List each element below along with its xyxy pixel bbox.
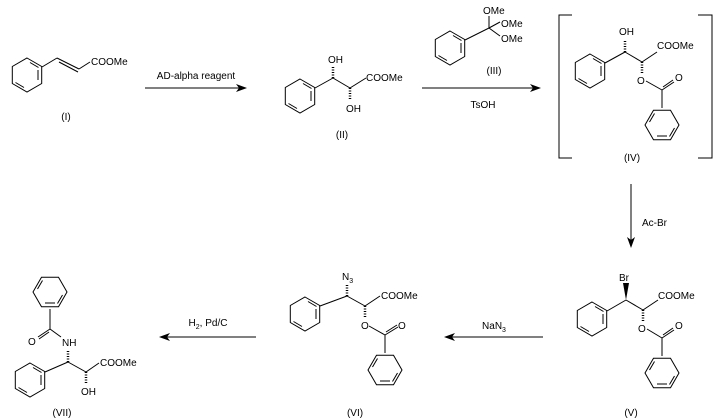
compound-II: OH OH COOMe (II) [284,55,403,141]
reagent-pdc: , Pd/C [200,318,228,329]
compound-VI: N3 COOMe O O (VI) [289,272,418,419]
phenyl-ring [367,354,403,386]
arrow-IV-V: Ac-Br [627,184,668,248]
group-COOMe: COOMe [657,41,694,52]
reagent-acbr: Ac-Br [642,218,668,229]
reagent-nan3-sub: 3 [502,327,506,334]
azide-N: N [342,272,349,283]
group-OMe-2: OMe [501,19,523,30]
phenyl-ring [32,276,68,308]
group-azide: N3 [342,272,353,285]
phenyl-ring [14,362,46,398]
group-carbonyl-O: O [675,321,683,332]
compound-IV: OH COOMe O O (IV) [558,14,713,164]
phenyl-ring [434,30,466,66]
reagent-tsoh: TsOH [471,100,496,111]
compound-VII: O NH COOMe OH (VII) [14,276,137,419]
group-amide-O: O [28,337,36,348]
reagent-h2-pdc: H2, Pd/C [189,318,228,331]
phenyl-ring [574,53,606,89]
compound-label-VII: (VII) [53,408,72,419]
arrow-I-II: AD-alpha reagent [145,71,247,92]
group-OH: OH [81,387,96,398]
phenyl-ring [576,301,608,337]
group-OH-bottom: OH [346,104,361,115]
group-OH-top: OH [328,55,343,66]
compound-label-II: (II) [336,130,348,141]
group-ester-O: O [637,76,645,87]
reagent-nan3: NaN3 [482,321,506,334]
group-COOMe: COOMe [91,57,128,68]
phenyl-ring [11,57,43,93]
group-OMe-1: OMe [483,6,505,17]
compound-label-IV: (IV) [624,153,640,164]
group-NH: NH [62,338,76,349]
group-ester-O: O [638,324,646,335]
phenyl-ring [284,78,316,114]
group-OMe-3: OMe [501,34,523,45]
group-COOMe: COOMe [658,291,695,302]
compound-I: COOMe (I) [11,57,128,123]
reagent-h2-sub: 2 [196,324,200,331]
group-COOMe: COOMe [100,358,137,369]
reagent-nan3-main: NaN [482,321,502,332]
azide-subscript: 3 [349,278,353,285]
arrow-II-IV: (III) TsOH [422,66,541,111]
phenyl-ring [644,109,680,141]
arrow-V-VI: NaN3 [444,321,543,341]
reagent-III-label: (III) [487,66,502,77]
group-Br: Br [619,273,630,284]
group-ester-O: O [361,321,369,332]
compound-label-I: (I) [61,112,70,123]
bracket-right [698,14,713,159]
compound-III: OMe OMe OMe [434,6,523,66]
arrow-VI-VII: H2, Pd/C [159,318,256,341]
reagent-ad-alpha: AD-alpha reagent [157,71,236,82]
group-COOMe: COOMe [366,73,403,84]
phenyl-ring [644,357,680,389]
group-COOMe: COOMe [381,291,418,302]
bracket-left [558,14,572,159]
group-carbonyl-O: O [398,321,406,332]
compound-V: Br COOMe O O (V) [576,273,695,419]
compound-label-VI: (VI) [347,408,363,419]
group-carbonyl-O: O [675,73,683,84]
group-OH: OH [619,27,634,38]
reagent-h2-main: H [189,318,196,329]
compound-label-V: (V) [624,408,637,419]
phenyl-ring [289,296,321,332]
